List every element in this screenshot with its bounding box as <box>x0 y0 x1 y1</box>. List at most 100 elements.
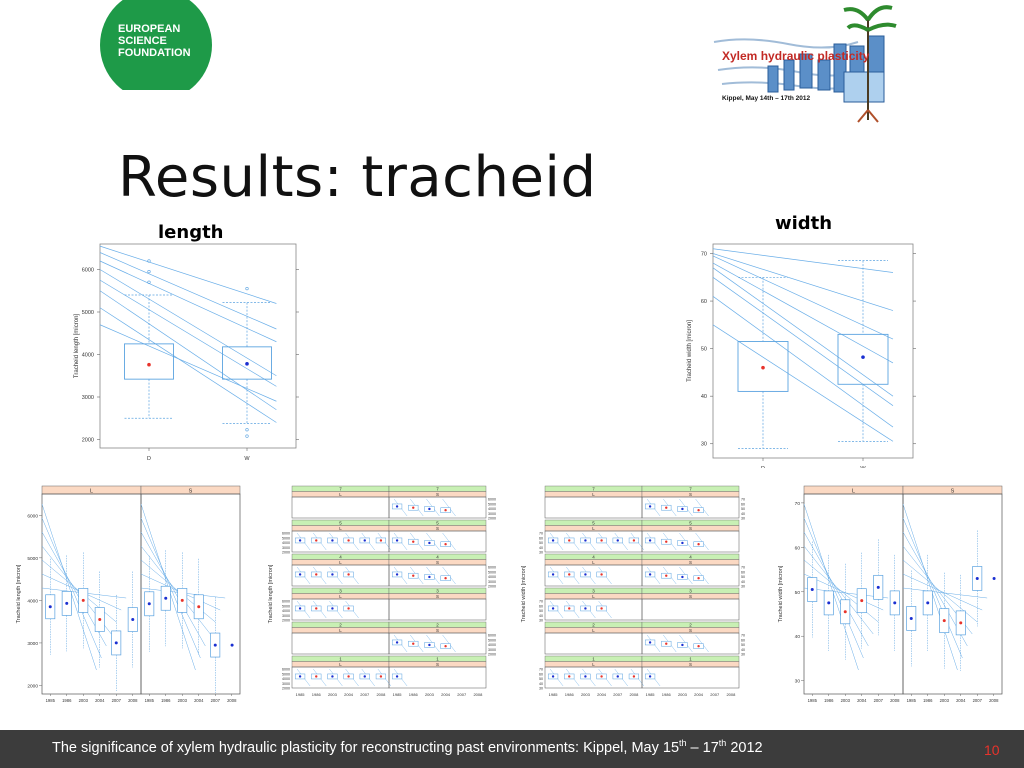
mean-point <box>568 675 571 678</box>
mean-point <box>347 573 350 576</box>
box-iqr <box>837 333 889 385</box>
trajectory-line <box>902 517 963 659</box>
trajectory-line <box>712 255 894 340</box>
x-tick-label: 2008 <box>989 698 999 703</box>
strip-class-label: 1 <box>339 657 342 662</box>
strip-class-label: 7 <box>339 487 342 492</box>
panel-frame <box>388 666 487 689</box>
strip-site-label: S <box>689 662 692 667</box>
mean-point <box>363 539 366 542</box>
x-tick-label: 1985 <box>549 692 559 697</box>
footer-bar <box>0 730 1024 768</box>
mean-point <box>412 540 415 543</box>
plot-frame <box>712 243 914 459</box>
trajectory-line <box>712 262 894 364</box>
y-tick-label: 30 <box>741 517 745 521</box>
page-number: 10 <box>984 742 1000 758</box>
strip-class-label: 3 <box>339 589 342 594</box>
strip-site-label: L <box>592 662 595 667</box>
mean-point <box>893 601 897 605</box>
mean-point <box>315 539 318 542</box>
y-tick-label: 4000 <box>488 643 496 647</box>
mean-point <box>681 541 684 545</box>
panel-frame <box>641 496 740 519</box>
footer-text: The significance of xylem hydraulic plas… <box>52 738 763 756</box>
strip-class-label: 3 <box>436 589 439 594</box>
y-tick-label: 3000 <box>27 641 38 647</box>
mean-point <box>363 675 366 678</box>
mean-point <box>665 506 668 509</box>
panel-frame <box>388 564 487 587</box>
panel-frame <box>544 496 643 519</box>
outlier-point <box>245 434 249 438</box>
y-tick-label: 2000 <box>82 438 94 444</box>
mean-point <box>681 507 684 511</box>
y-tick-label: 40 <box>741 580 745 584</box>
mean-point <box>444 645 447 648</box>
strip-site-label: L <box>592 594 595 599</box>
x-tick-label: 1985 <box>145 698 155 703</box>
trajectory-line <box>902 573 983 611</box>
x-tick-label: 2004 <box>344 692 354 697</box>
strip-class-label: 2 <box>592 623 595 628</box>
y-axis-label: Tracheid width [micron] <box>521 565 527 622</box>
mean-point <box>876 585 880 589</box>
trajectory-line <box>99 245 277 304</box>
strip-class-label: 4 <box>436 555 439 560</box>
trajectory-line <box>803 531 869 647</box>
x-tick-label: 1985 <box>393 692 403 697</box>
strip-class-label: 5 <box>689 521 692 526</box>
strip-class-label: 1 <box>689 657 692 662</box>
panel-frame <box>544 530 643 553</box>
x-tick-label: 2008 <box>227 698 237 703</box>
x-tick-label: 2007 <box>457 692 467 697</box>
y-tick-label: 5000 <box>282 536 290 540</box>
trajectory-line <box>803 517 864 659</box>
mean-point <box>131 618 135 622</box>
length-by-class-chart: 7L7S200030004000500060005L5S200030004000… <box>268 485 496 697</box>
y-tick-label: 2000 <box>488 653 496 657</box>
x-tick-label: 1985 <box>296 692 306 697</box>
mean-point <box>147 362 151 367</box>
mean-point <box>942 619 946 623</box>
y-tick-label: 5000 <box>282 604 290 608</box>
y-tick-label: 2000 <box>488 517 496 521</box>
strip-site-label: L <box>339 560 342 565</box>
mean-point <box>331 539 334 542</box>
y-tick-label: 30 <box>741 585 745 589</box>
mean-point <box>697 543 700 546</box>
mean-point-extreme <box>230 643 234 647</box>
y-tick-label: 5000 <box>488 502 496 506</box>
y-tick-label: 70 <box>701 252 707 258</box>
mean-point <box>331 573 334 576</box>
y-tick-label: 3000 <box>488 648 496 652</box>
mean-point <box>428 541 431 545</box>
mean-point <box>584 573 587 576</box>
x-tick-label: 1986 <box>312 692 322 697</box>
mean-point <box>298 573 302 576</box>
conference-dates: Kippel, May 14th – 17th 2012 <box>722 95 811 102</box>
y-tick-label: 4000 <box>82 353 94 359</box>
strip-site-label: S <box>436 560 439 565</box>
y-tick-label: 3000 <box>488 580 496 584</box>
trajectory-line <box>902 587 988 599</box>
strip-class-label: 4 <box>339 555 342 560</box>
strip-class-label: 1 <box>436 657 439 662</box>
panel-frame <box>641 598 740 621</box>
y-tick-label: 5000 <box>82 310 94 316</box>
mean-point <box>412 506 415 509</box>
x-tick-label: 1985 <box>808 698 818 703</box>
mean-point <box>551 607 555 610</box>
x-tick-label: 2003 <box>678 692 688 697</box>
x-tick-label: 1986 <box>409 692 419 697</box>
mean-point <box>197 605 201 609</box>
strip-label: S <box>189 489 193 495</box>
strip-class-label: 3 <box>689 589 692 594</box>
mean-point <box>395 505 399 508</box>
mean-point <box>861 355 865 359</box>
mean-point <box>428 643 431 647</box>
mean-point <box>395 539 399 542</box>
mean-point <box>379 539 383 542</box>
mean-point <box>379 675 383 678</box>
y-tick-label: 2000 <box>27 683 38 689</box>
